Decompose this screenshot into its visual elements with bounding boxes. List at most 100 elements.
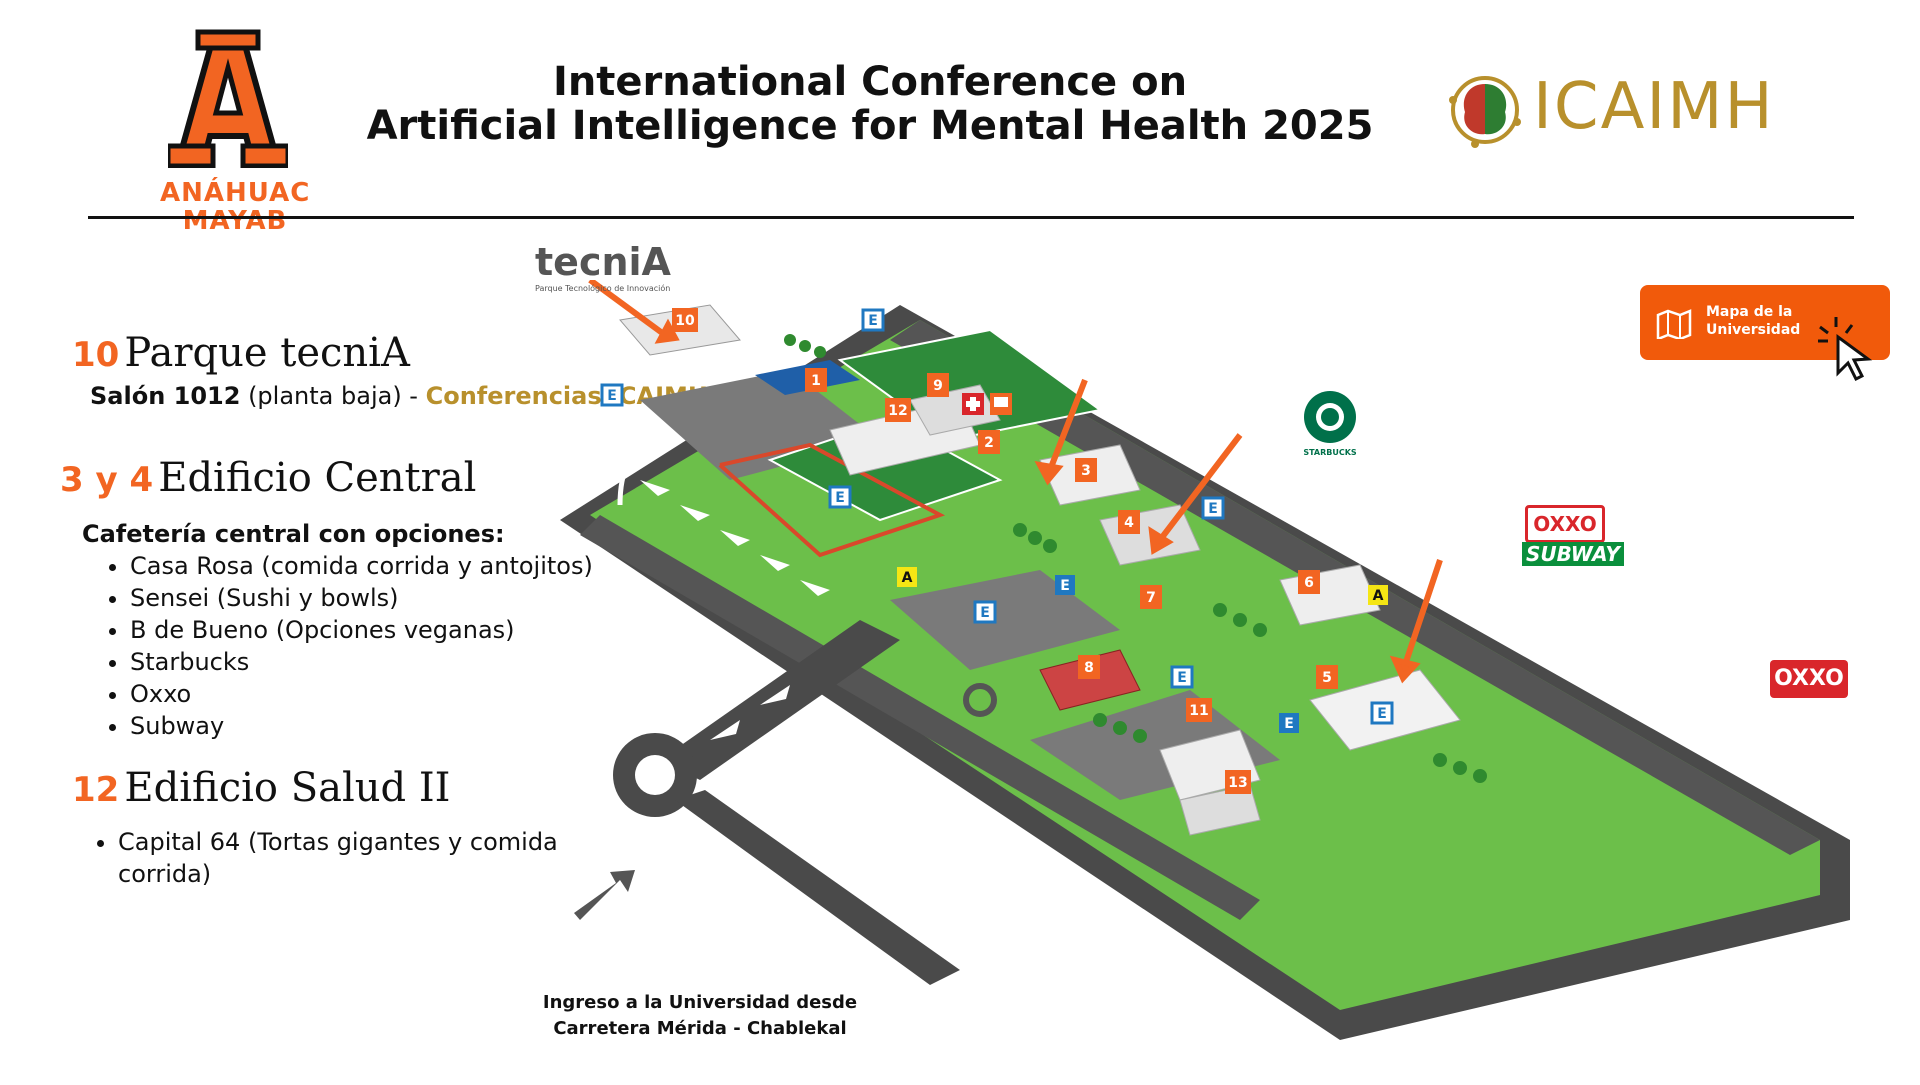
brain-icon xyxy=(1449,76,1521,148)
list-item: Capital 64 (Tortas gigantes y comida cor… xyxy=(118,826,588,890)
entry-line1: Ingreso a la Universidad desde xyxy=(542,992,858,1013)
section-salud: 12 Edificio Salud II xyxy=(72,765,450,811)
tecnia-tagline: Parque Tecnológico de Innovación xyxy=(535,284,671,293)
svg-text:E: E xyxy=(607,388,617,404)
section-number: 10 xyxy=(72,335,120,375)
parking-markers: E E E E E E E E E xyxy=(600,308,1394,733)
section-heading: Edificio Central xyxy=(158,455,477,501)
svg-text:E: E xyxy=(1060,578,1070,594)
brand-name: ICAIMH xyxy=(1533,70,1775,144)
parking-marker: E xyxy=(1279,713,1299,733)
road-arrows xyxy=(640,480,830,740)
marker-10: 10 xyxy=(672,308,698,332)
icaimh-logo: ICAIMH xyxy=(1445,70,1805,150)
svg-text:1: 1 xyxy=(811,373,821,389)
list-item: B de Bueno (Opciones veganas) xyxy=(130,614,593,646)
marker-6: 6 xyxy=(1298,570,1320,594)
subway-logo: SUBWAY xyxy=(1522,542,1624,566)
marker-3: 3 xyxy=(1075,458,1097,482)
svg-text:E: E xyxy=(1284,716,1294,732)
entry-line2: Carretera Mérida - Chablekal xyxy=(553,1018,847,1039)
button-label: Mapa de la Universidad xyxy=(1706,303,1800,339)
list-item: Casa Rosa (comida corrida y antojitos) xyxy=(130,550,593,582)
pointer-arrows xyxy=(588,277,1443,684)
trees xyxy=(784,334,1487,783)
gate-markers: A A xyxy=(897,567,1388,605)
tecnia-logo: tecniA Parque Tecnológico de Innovación xyxy=(535,240,671,293)
list-item: Sensei (Sushi y bowls) xyxy=(130,582,593,614)
parking-marker: E xyxy=(1370,701,1394,725)
cursor-click-icon xyxy=(1818,317,1873,382)
page-title: International Conference on Artificial I… xyxy=(330,60,1410,148)
marker-2: 2 xyxy=(978,430,1000,454)
marker-1: 1 xyxy=(805,368,827,392)
entry-label: Ingreso a la Universidad desde Carretera… xyxy=(510,990,890,1042)
svg-text:13: 13 xyxy=(1228,775,1247,791)
campus-map: 10 1 9 12 2 3 4 6 7 5 8 11 13 E E E E E … xyxy=(535,240,1860,1085)
section-heading: Edificio Salud II xyxy=(124,765,451,811)
curved-arrow xyxy=(617,437,656,506)
svg-text:2: 2 xyxy=(984,435,994,451)
tecnia-logo-text: tecniA xyxy=(535,240,671,284)
svg-text:A: A xyxy=(1373,588,1384,604)
anahuac-a-icon xyxy=(168,29,288,168)
university-map-button[interactable]: Mapa de la Universidad xyxy=(1640,285,1890,382)
marker-8: 8 xyxy=(1078,655,1100,679)
section-heading: Parque tecniA xyxy=(124,330,410,376)
section-number: 3 y 4 xyxy=(60,460,154,500)
header-divider xyxy=(88,216,1854,219)
svg-text:E: E xyxy=(1208,501,1218,517)
marker-9: 9 xyxy=(927,373,949,397)
marker-13: 13 xyxy=(1225,770,1251,794)
logo-line2: MAYAB xyxy=(182,206,288,236)
svg-text:11: 11 xyxy=(1189,703,1208,719)
oxxo-logo-east: OXXO xyxy=(1770,660,1848,698)
starbucks-logo: STARBUCKS xyxy=(1290,390,1370,457)
svg-text:12: 12 xyxy=(888,403,907,419)
central-subtitle: Cafetería central con opciones: xyxy=(82,520,505,548)
oxxo-text: OXXO xyxy=(1774,666,1844,691)
building-markers: 10 1 9 12 2 3 4 6 7 5 8 11 13 xyxy=(672,308,1338,794)
parking-marker: E xyxy=(973,600,997,624)
oxxo-logo-central: OXXO xyxy=(1525,505,1605,543)
button-label-line1: Mapa de la xyxy=(1706,304,1793,320)
svg-text:A: A xyxy=(902,570,913,586)
bus-icon xyxy=(990,393,1012,415)
starbucks-icon xyxy=(1304,391,1356,443)
entry-arrow-icon xyxy=(574,870,635,920)
parking-marker: E xyxy=(1170,665,1194,689)
list-item: Starbucks xyxy=(130,646,593,678)
parking-marker: E xyxy=(600,383,624,407)
svg-text:E: E xyxy=(980,605,990,621)
inner-roundabout xyxy=(963,683,997,717)
list-item: Subway xyxy=(130,710,593,742)
parking-marker: E xyxy=(828,485,852,509)
first-aid-icon xyxy=(962,393,984,415)
svg-text:8: 8 xyxy=(1084,660,1094,676)
room-name: Salón 1012 xyxy=(90,382,241,410)
svg-text:9: 9 xyxy=(933,378,943,394)
oxxo-text: OXXO xyxy=(1533,512,1597,536)
avenue-road xyxy=(675,790,960,985)
section-number: 12 xyxy=(72,770,120,810)
svg-text:E: E xyxy=(1177,670,1187,686)
list-item: Oxxo xyxy=(130,678,593,710)
salud-options-list: Capital 64 (Tortas gigantes y comida cor… xyxy=(88,826,588,890)
svg-text:E: E xyxy=(868,313,878,329)
title-line1: International Conference on xyxy=(552,59,1188,105)
parking-marker: E xyxy=(1055,575,1075,595)
svg-text:E: E xyxy=(835,490,845,506)
anahuac-logo: ANÁHUAC MAYAB xyxy=(160,28,309,236)
svg-text:3: 3 xyxy=(1081,463,1091,479)
svg-text:10: 10 xyxy=(675,313,695,329)
subway-text: SUBWAY xyxy=(1522,542,1624,566)
central-options-list: Casa Rosa (comida corrida y antojitos) S… xyxy=(100,550,593,742)
parking-marker: E xyxy=(1201,496,1225,520)
section-tecnia: 10 Parque tecniA xyxy=(72,330,410,376)
svg-text:4: 4 xyxy=(1124,515,1134,531)
title-line2: Artificial Intelligence for Mental Healt… xyxy=(366,103,1374,149)
south-road xyxy=(580,515,1260,920)
button-label-line2: Universidad xyxy=(1706,322,1801,338)
roundabout-center xyxy=(635,755,675,795)
svg-text:5: 5 xyxy=(1322,670,1332,686)
